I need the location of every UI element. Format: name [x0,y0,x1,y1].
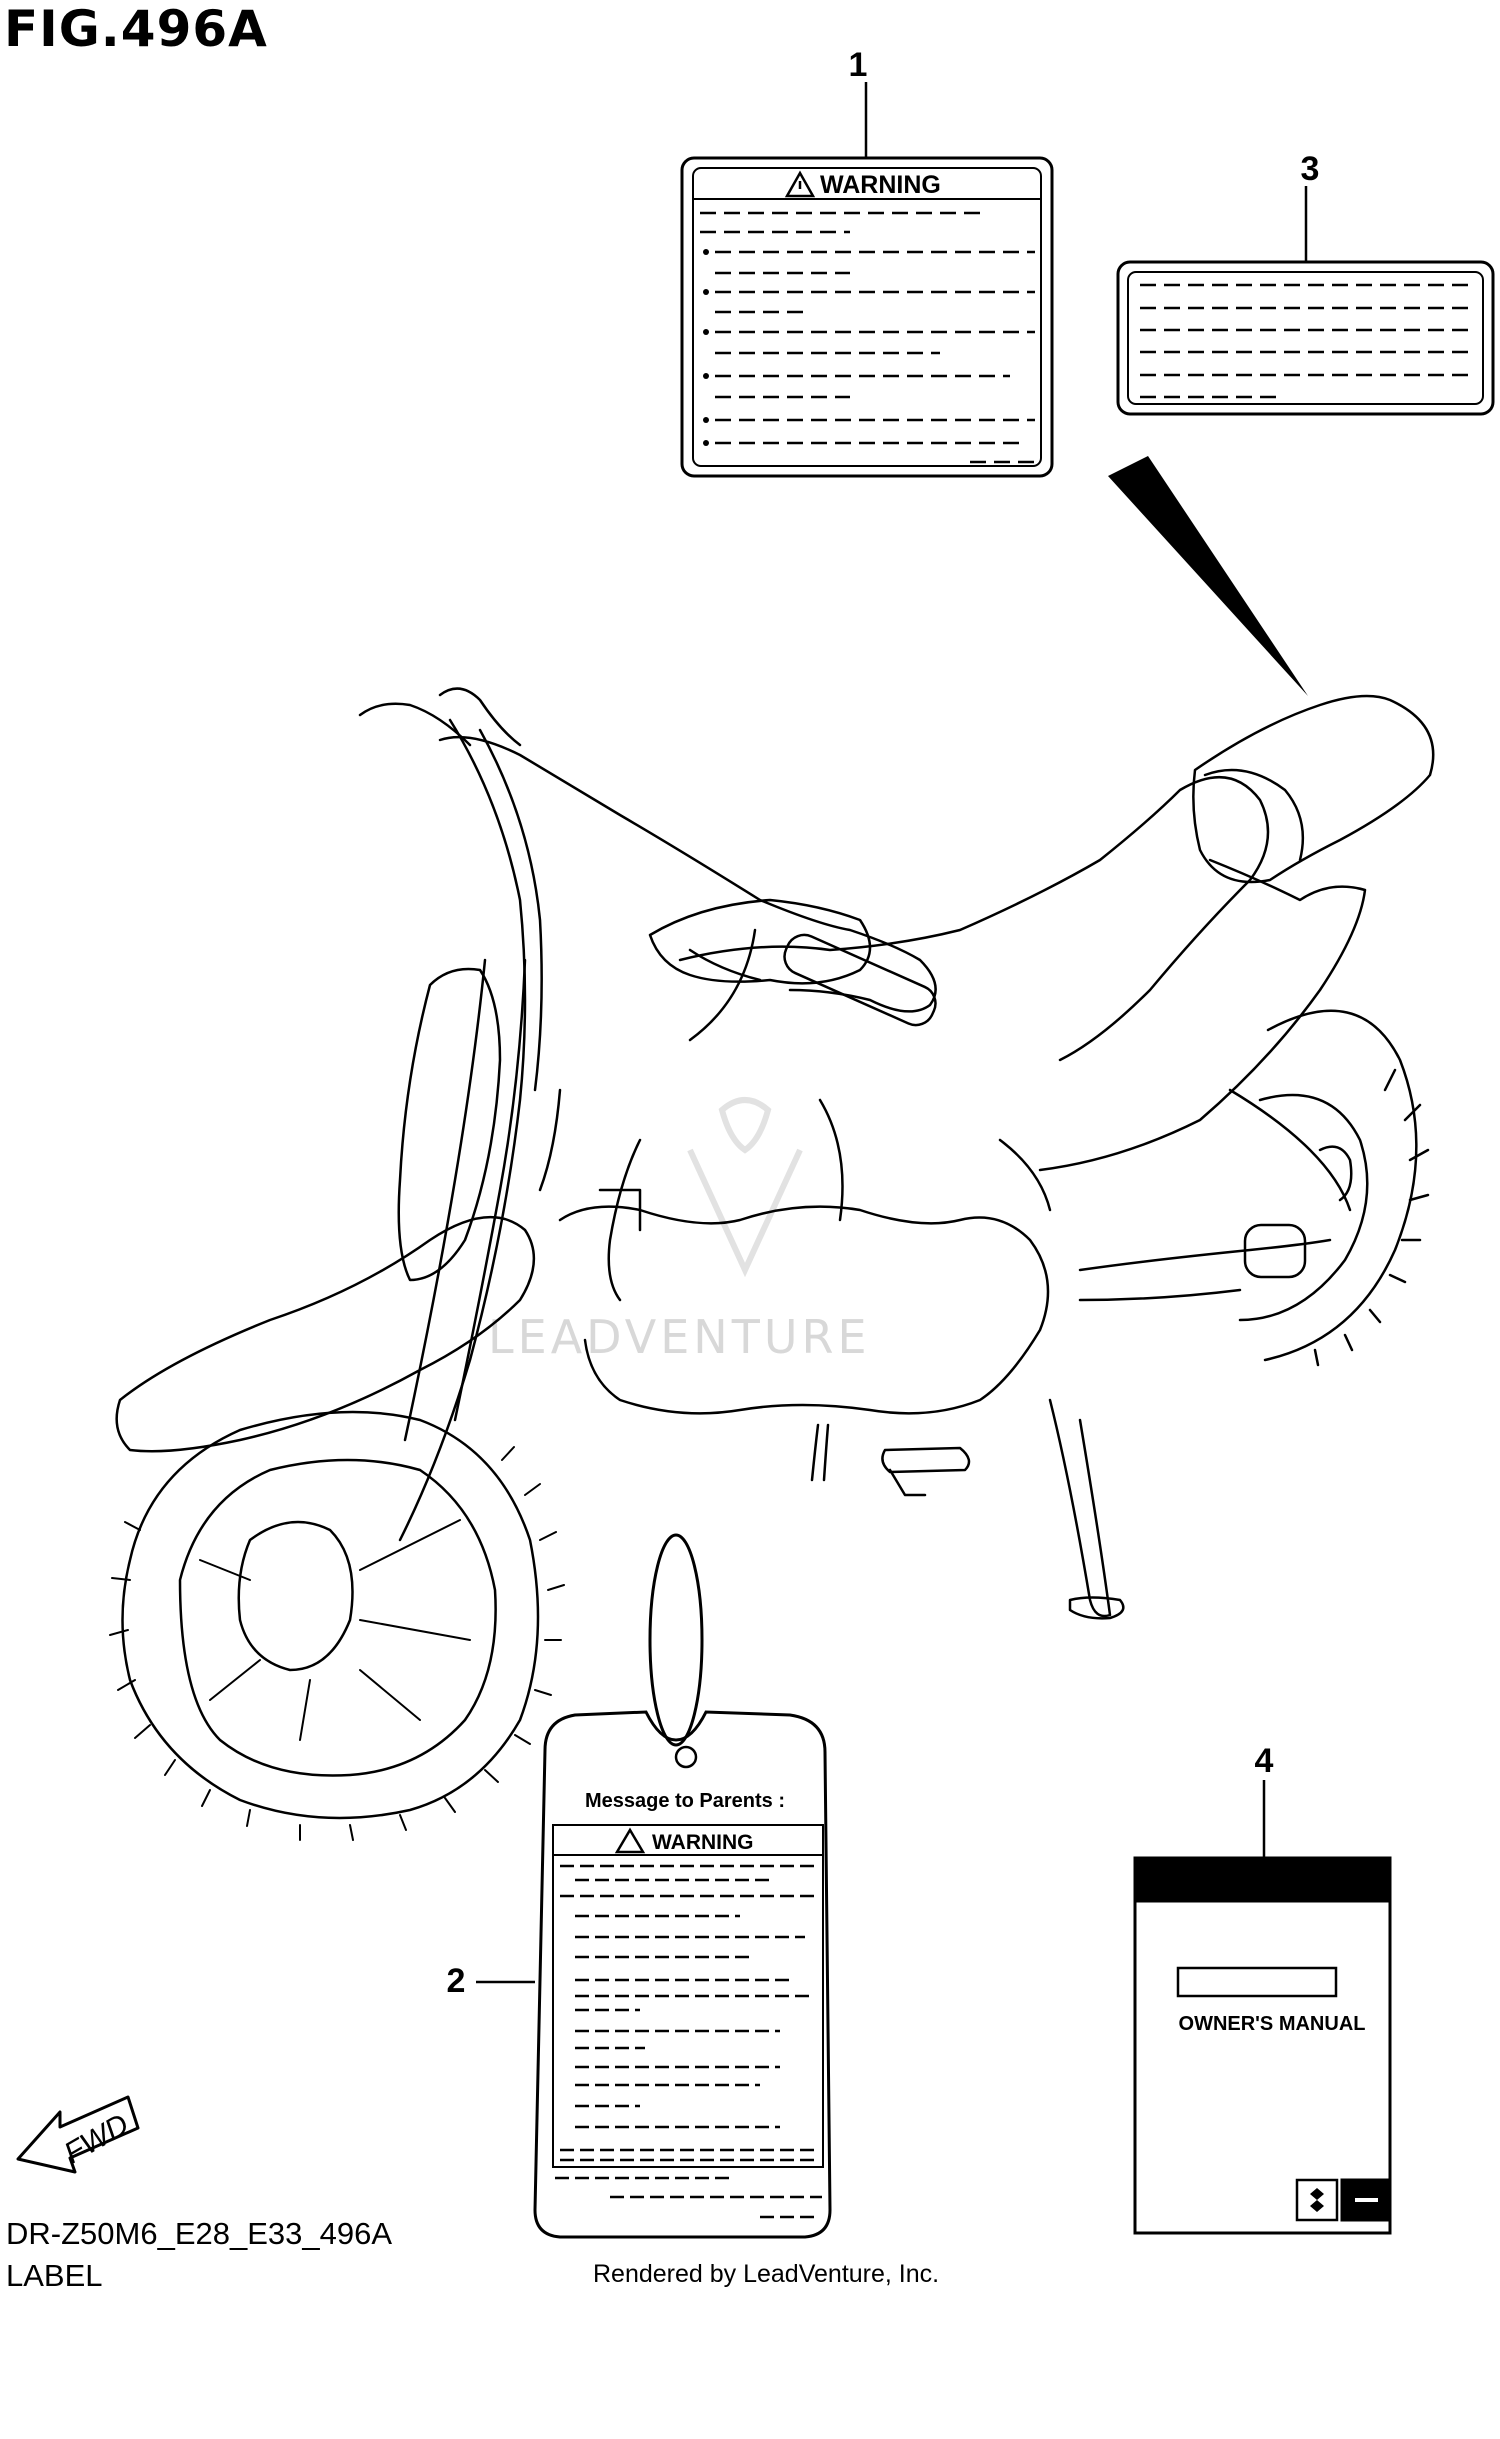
callout-4: 4 [1255,1742,1274,1780]
figure-title: FIG.496A [4,0,268,58]
motorcycle-outline [109,687,1435,1841]
callout-1: 1 [849,46,868,84]
watermark-logo [687,1097,803,1278]
manual-title: OWNER'S MANUAL [1179,2013,1366,2035]
hang-tag-2[interactable] [533,1533,832,2239]
hang-tag-title: Message to Parents : [585,1790,785,1812]
diagram-code: DR-Z50M6_E28_E33_496A [6,2216,393,2251]
hang-tag-heading: WARNING [652,1831,754,1854]
warning-label-1-heading: WARNING [820,171,941,199]
warning-label-1[interactable] [680,156,1054,478]
diagram-label: LABEL [6,2258,103,2293]
callout-2: 2 [447,1962,466,2000]
label-3[interactable] [1116,260,1495,416]
owners-manual-4[interactable] [1133,1856,1392,2235]
pointer-wedge [1108,456,1308,696]
watermark-text: LEADVENTURE [488,1310,871,1364]
fwd-arrow [16,2095,140,2174]
fwd-arrow-label: FWD [59,2108,135,2171]
rendered-by-credit: Rendered by LeadVenture, Inc. [593,2260,940,2288]
callout-3: 3 [1301,150,1320,188]
